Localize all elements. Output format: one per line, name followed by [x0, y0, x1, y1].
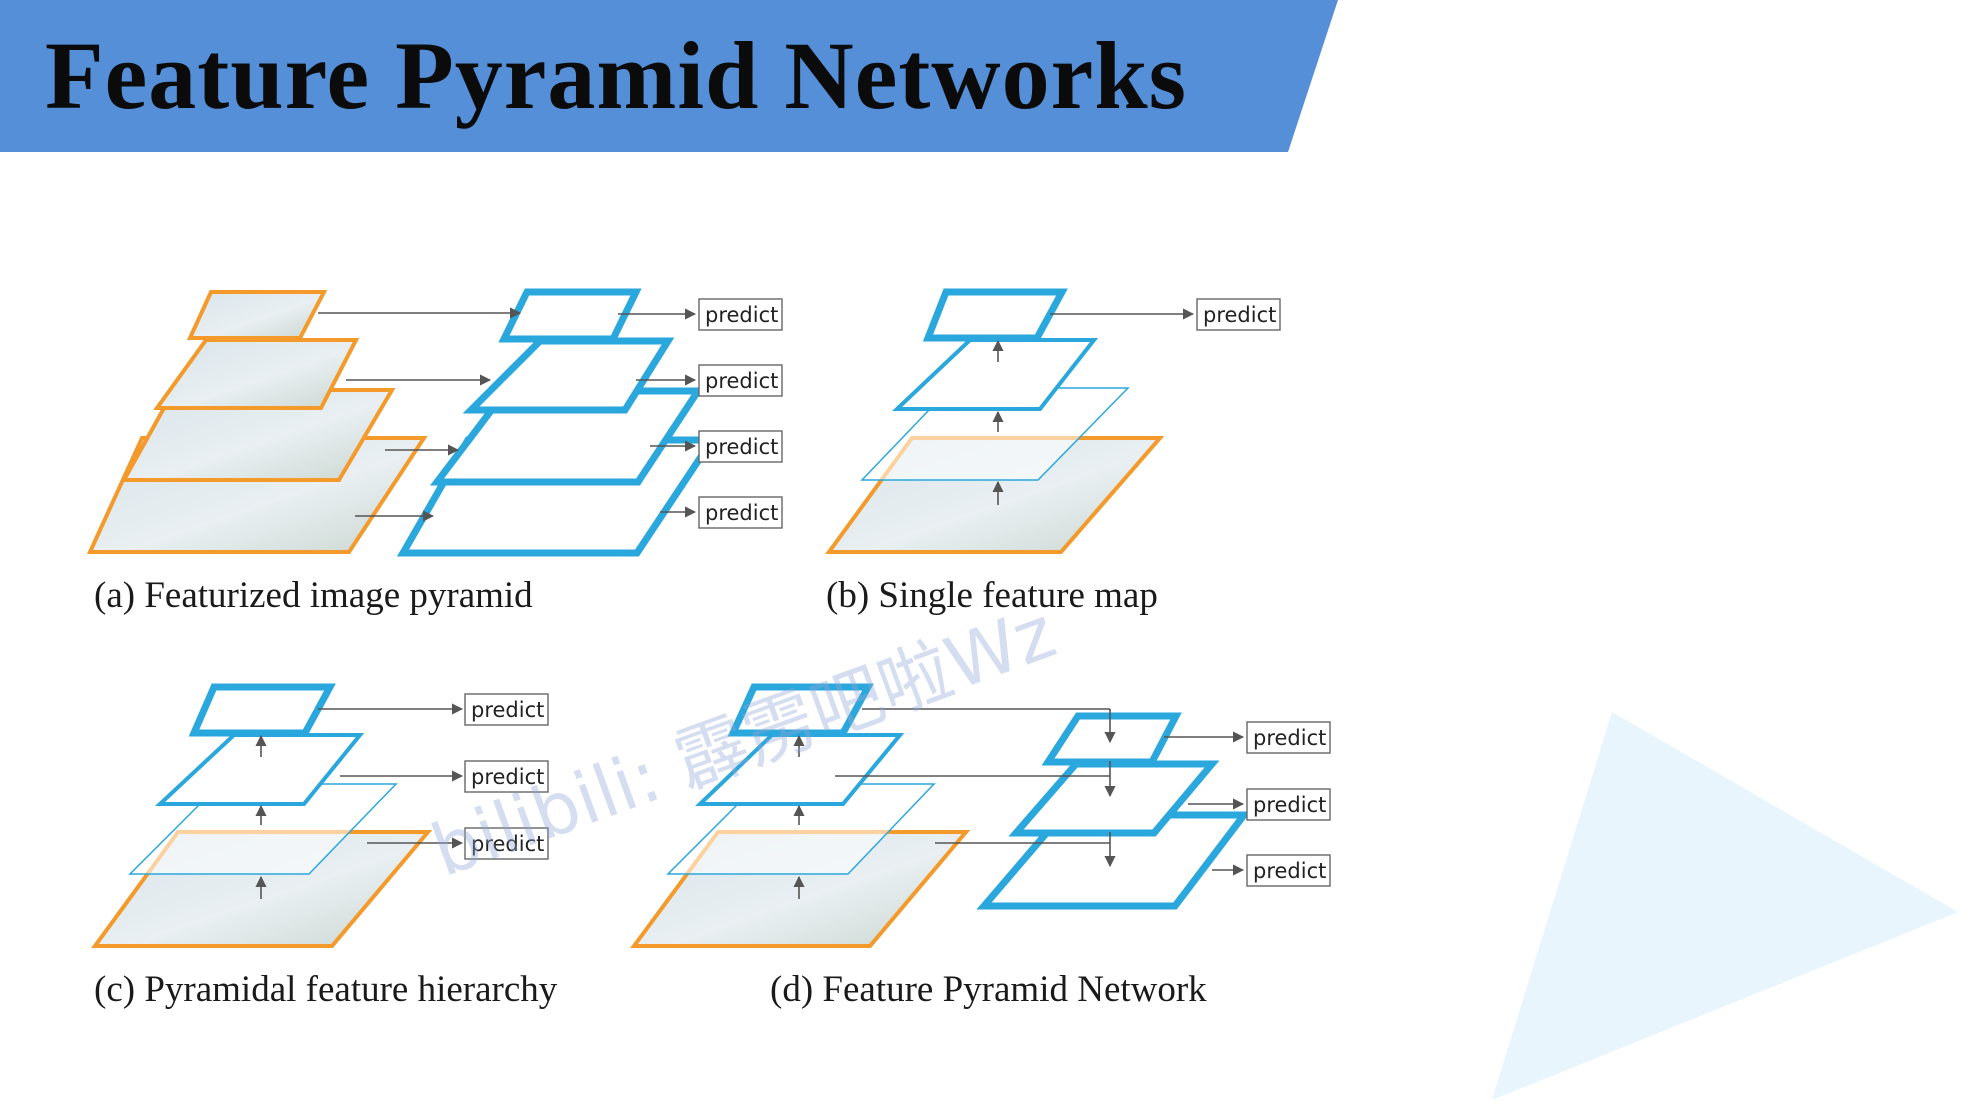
svg-text:predict: predict: [705, 501, 778, 525]
title-banner-shape: [0, 0, 1338, 152]
title-banner: [0, 0, 1338, 152]
feature-map-mid: [695, 733, 905, 806]
caption-a: (a) Featurized image pyramid: [94, 575, 533, 616]
panel-d: predict predict predict: [630, 683, 1331, 948]
caption-d: (d) Feature Pyramid Network: [770, 969, 1207, 1010]
svg-text:predict: predict: [705, 435, 778, 459]
feature-map-top: [922, 288, 1068, 342]
feature-map-mid: [891, 338, 1099, 411]
feature-pyramid-a: [396, 288, 719, 557]
image-level-top: [186, 290, 328, 340]
fpn-level-2: [1008, 760, 1220, 837]
feature-map-2: [462, 337, 675, 414]
caption-c: (c) Pyramidal feature hierarchy: [94, 969, 558, 1010]
feature-map-mid: [154, 733, 365, 806]
svg-text:predict: predict: [471, 832, 544, 856]
image-pyramid: [86, 290, 428, 554]
feature-map-top: [188, 683, 336, 737]
predict-box: predict: [698, 430, 783, 463]
predict-box: predict: [1196, 298, 1281, 331]
svg-text:predict: predict: [705, 303, 778, 327]
svg-text:predict: predict: [705, 369, 778, 393]
feature-map-thin: [666, 783, 936, 875]
predict-box: predict: [698, 364, 783, 397]
predict-box: predict: [464, 760, 549, 793]
svg-text:predict: predict: [471, 698, 544, 722]
predict-box: predict: [464, 693, 549, 726]
feature-map-thin: [128, 783, 398, 875]
feature-map-1: [498, 288, 642, 343]
arrows-a-right: [618, 308, 697, 518]
predict-box: predict: [1246, 854, 1331, 887]
caption-b: (b) Single feature map: [826, 575, 1158, 616]
svg-text:predict: predict: [1253, 726, 1326, 750]
panel-b: predict: [825, 288, 1281, 554]
panel-a: predict predict predict predict: [86, 288, 783, 557]
svg-text:predict: predict: [1203, 303, 1276, 327]
svg-text:predict: predict: [1253, 859, 1326, 883]
predict-box: predict: [1246, 788, 1331, 821]
image-level-3: [153, 338, 360, 410]
predict-box: predict: [698, 298, 783, 331]
slide-title: Feature Pyramid Networks: [45, 22, 1187, 129]
svg-text:predict: predict: [471, 765, 544, 789]
arrows-d-right: [1164, 731, 1245, 876]
svg-text:predict: predict: [1253, 793, 1326, 817]
feature-map-top: [727, 683, 874, 737]
arrows-a-left: [318, 307, 522, 522]
predict-box: predict: [1246, 721, 1331, 754]
arrows-b: [992, 308, 1195, 505]
predict-boxes-a: predict predict predict predict: [698, 298, 783, 529]
predict-box: predict: [698, 496, 783, 529]
arrows-c: [255, 703, 464, 899]
fpn-level-1: [1041, 712, 1182, 766]
predict-box: predict: [464, 827, 549, 860]
arrows-d-lateral: [835, 708, 1110, 844]
panel-c: predict predict predict: [91, 683, 549, 948]
